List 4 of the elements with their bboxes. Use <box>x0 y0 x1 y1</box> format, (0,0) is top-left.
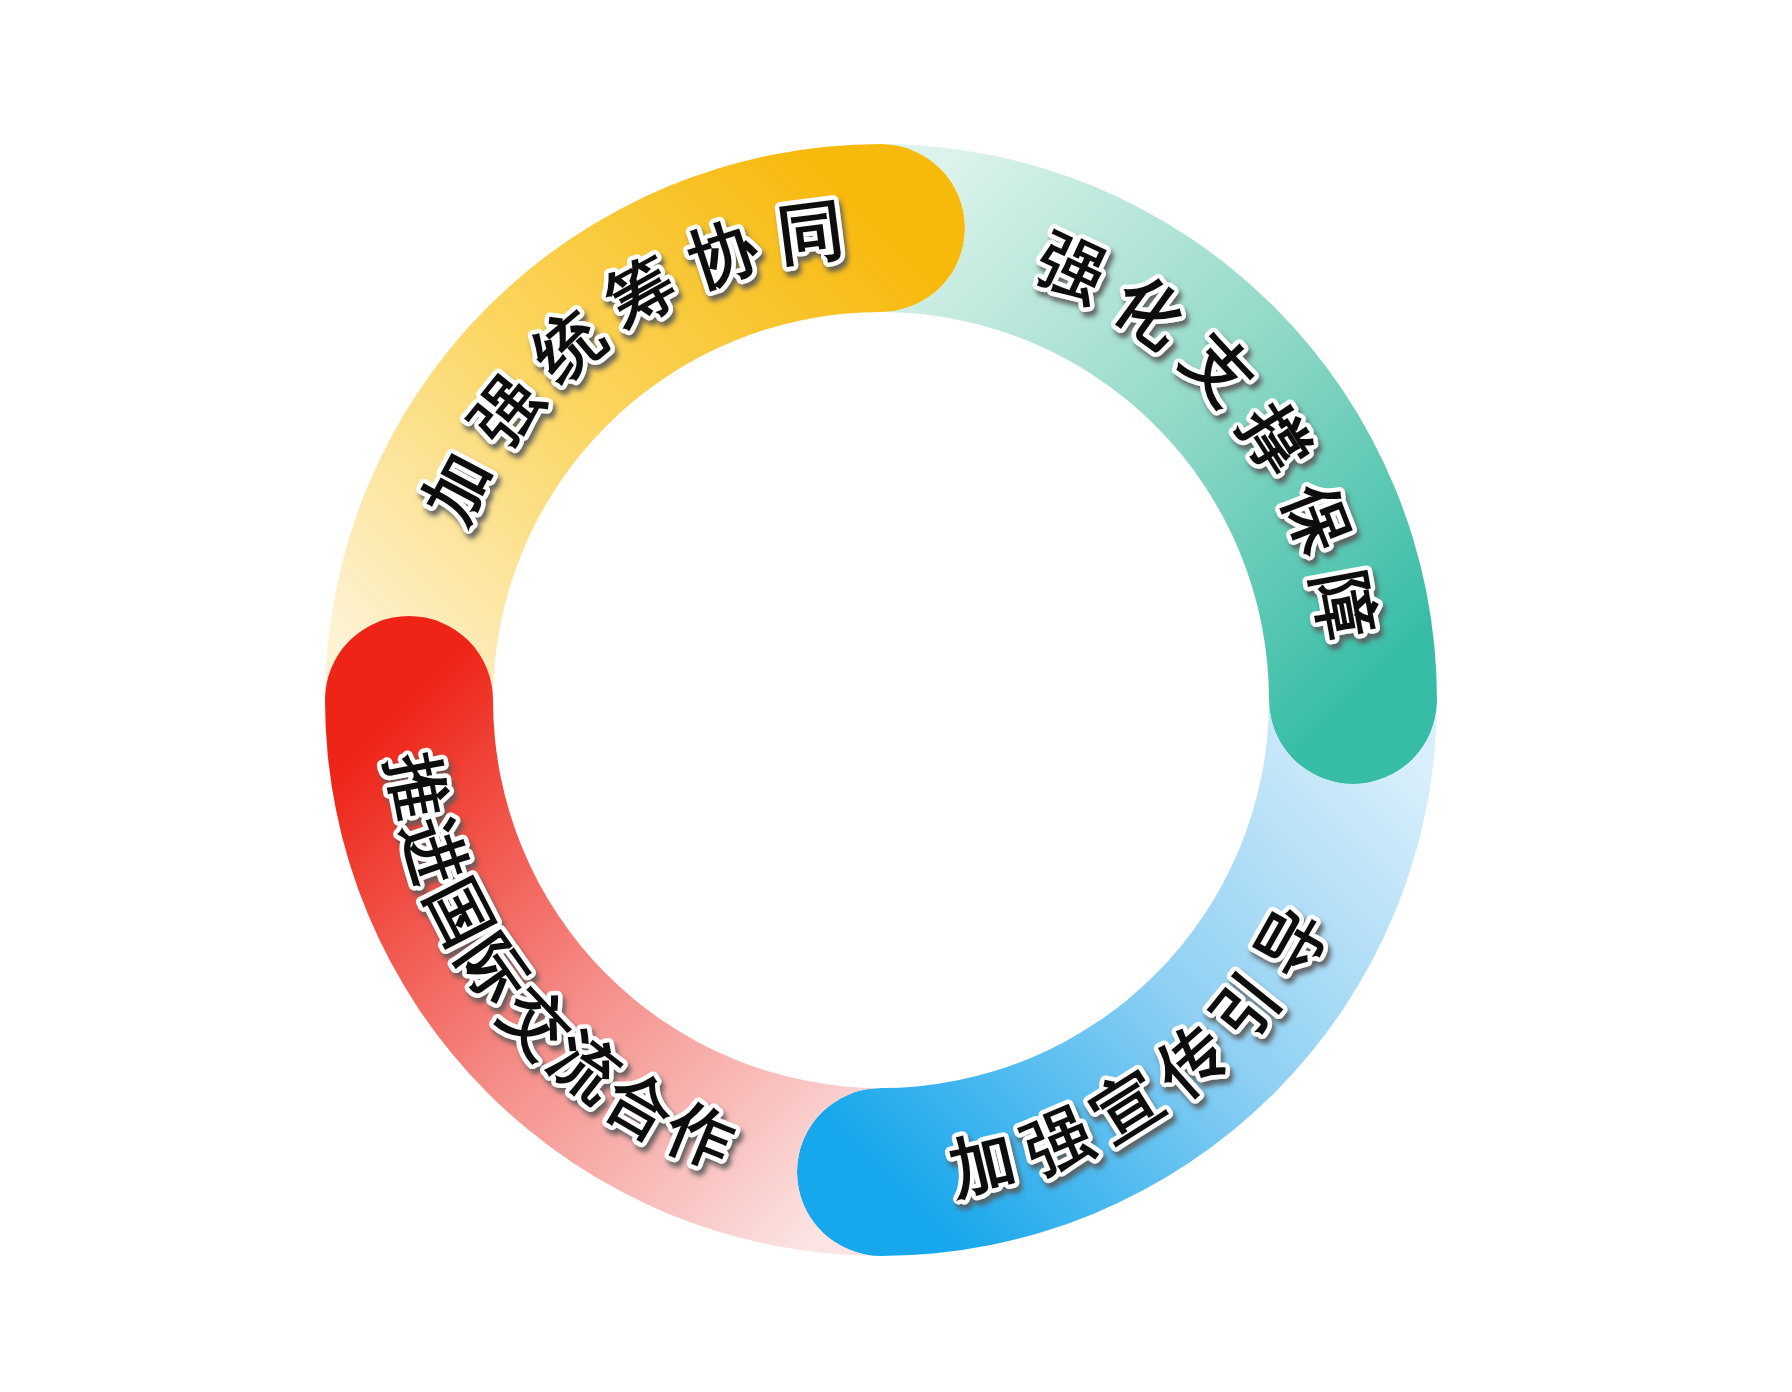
segment-label: 加强宣传引导 <box>941 879 1349 1210</box>
segment-label: 强化支撑保障 <box>1025 218 1392 665</box>
segment-label: 推进国际交流合作 <box>375 747 750 1184</box>
segment-label: 加强统筹协同 <box>409 187 869 535</box>
